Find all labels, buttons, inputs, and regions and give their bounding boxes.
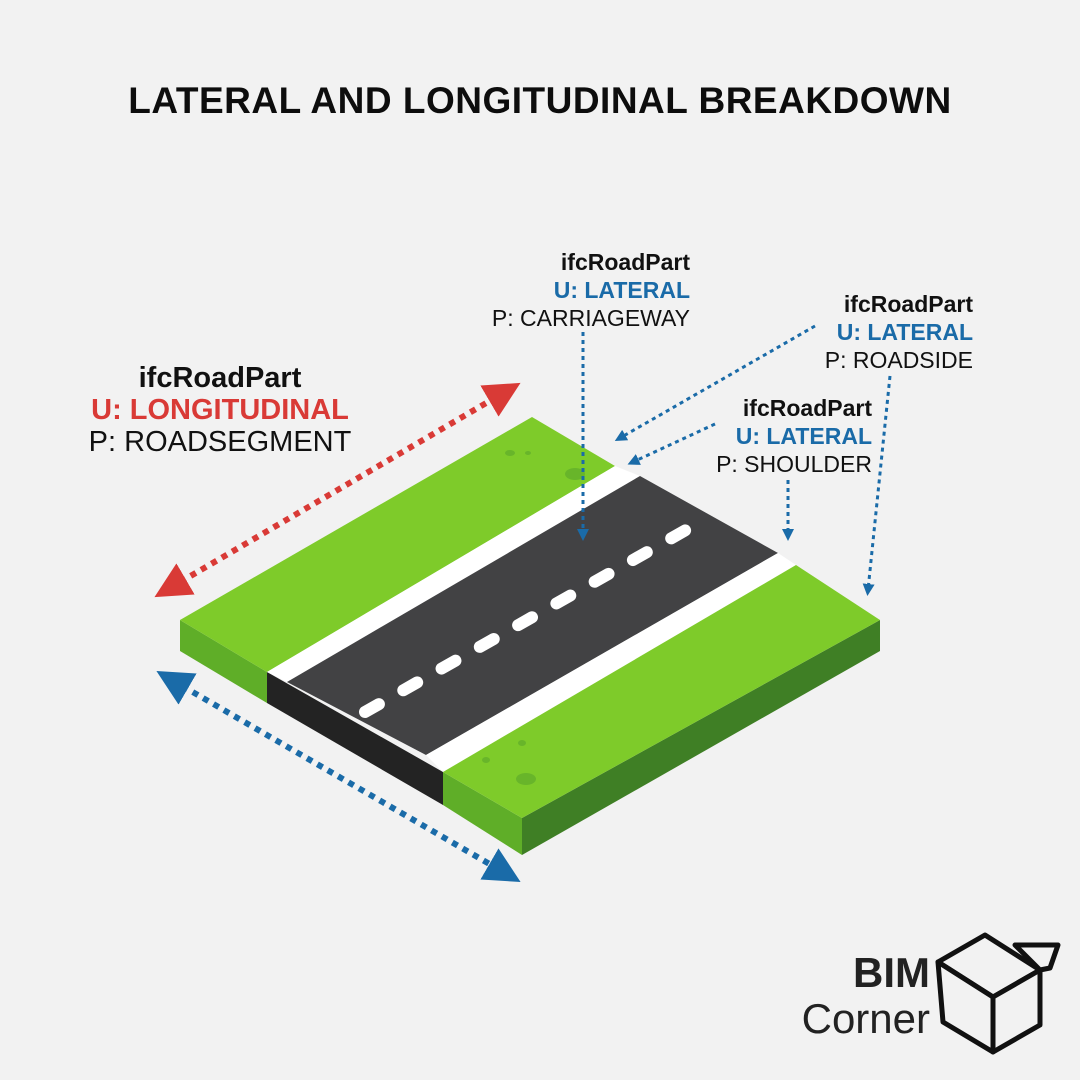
- leader-shoulder-left: [627, 422, 716, 465]
- longitudinal-arrow: [154, 382, 521, 598]
- logo-line-2: Corner: [801, 995, 930, 1042]
- label-class: ifcRoadPart: [138, 362, 302, 394]
- label-predefined: P: CARRIAGEWAY: [491, 305, 690, 331]
- grass-right: [443, 565, 880, 818]
- lateral-arrow: [156, 670, 521, 883]
- label-predefined: P: SHOULDER: [716, 451, 872, 477]
- logo-line-1: BIM: [853, 949, 930, 996]
- leader-roadside-right: [862, 375, 892, 596]
- box-icon: [935, 932, 1061, 1055]
- label-longitudinal: ifcRoadPart U: LONGITUDINAL P: ROADSEGME…: [60, 362, 380, 458]
- label-class: ifcRoadPart: [742, 395, 872, 421]
- label-roadside: ifcRoadPart U: LATERAL P: ROADSIDE: [740, 290, 973, 374]
- label-shoulder: ifcRoadPart U: LATERAL P: SHOULDER: [640, 394, 872, 478]
- label-type: U: LONGITUDINAL: [91, 394, 349, 426]
- diagram-title: LATERAL AND LONGITUDINAL BREAKDOWN: [128, 80, 952, 121]
- bim-corner-logo: BIM Corner: [770, 950, 930, 1042]
- grass-side-right: [522, 620, 880, 855]
- label-class: ifcRoadPart: [843, 291, 973, 317]
- label-type: U: LATERAL: [836, 319, 973, 345]
- leader-roadside-left: [614, 324, 816, 441]
- label-carriageway: ifcRoadPart U: LATERAL P: CARRIAGEWAY: [440, 248, 690, 332]
- label-type: U: LATERAL: [735, 423, 872, 449]
- label-type: U: LATERAL: [553, 277, 690, 303]
- label-predefined: P: ROADSIDE: [824, 347, 973, 373]
- label-predefined: P: ROADSEGMENT: [88, 426, 352, 458]
- label-class: ifcRoadPart: [560, 249, 690, 275]
